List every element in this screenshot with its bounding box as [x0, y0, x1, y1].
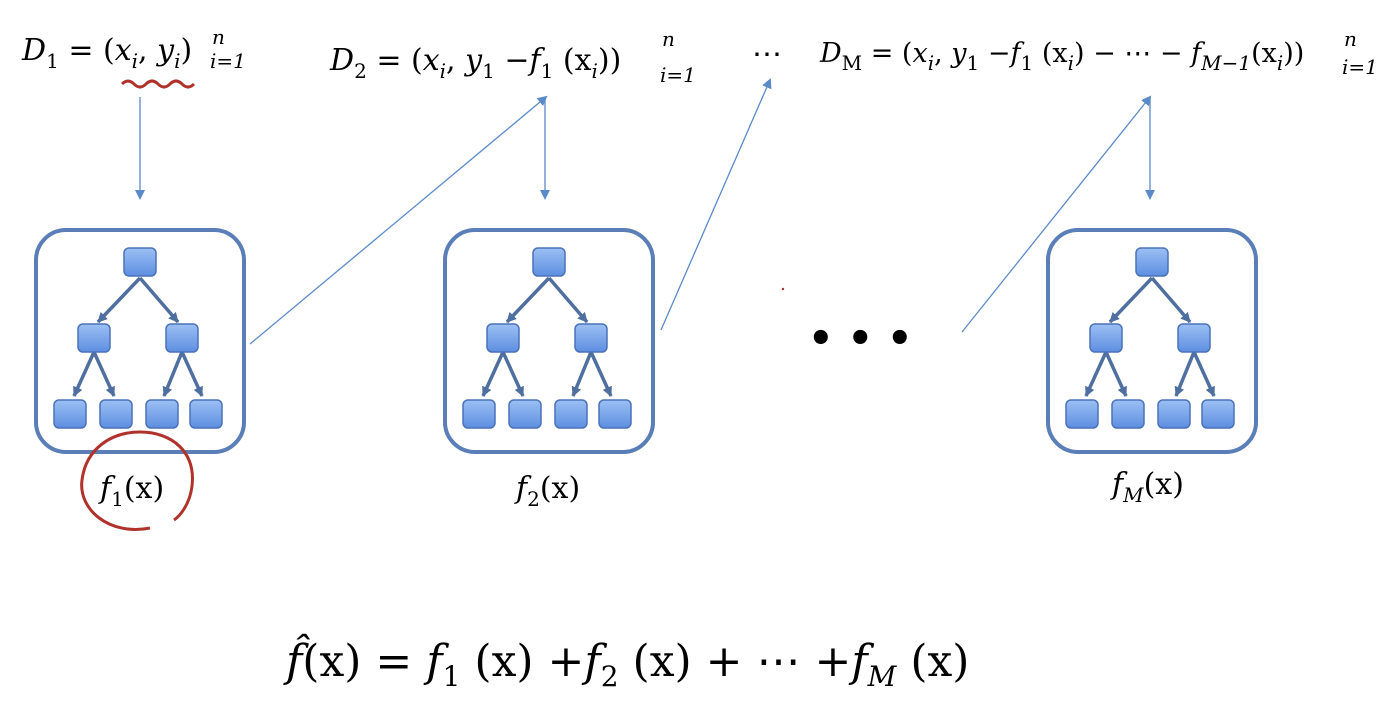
tree-leaf-node — [1157, 399, 1191, 429]
tree-leaf-node — [1065, 399, 1099, 429]
tree-leaf-node — [1201, 399, 1235, 429]
svg-text:i=1: i=1 — [1342, 55, 1378, 79]
stray-dot — [781, 287, 785, 291]
tree-leaf-node — [1111, 399, 1145, 429]
tree-nodes — [53, 247, 223, 429]
tree-model-f1 — [34, 228, 246, 454]
tree-edges — [72, 276, 204, 397]
annotation-squiggle — [120, 79, 196, 89]
svg-text:n: n — [662, 27, 675, 51]
tree-edges — [481, 276, 613, 397]
annotation-circle — [80, 430, 194, 531]
tree-leaf-node — [554, 399, 588, 429]
tree-nodes — [1065, 247, 1235, 429]
middle-ellipsis: • • • — [808, 315, 913, 362]
svg-text:D1 = (xi, yi): D1 = (xi, yi) — [21, 33, 192, 73]
tree-leaf-node — [598, 399, 632, 429]
dataset-d2-formula: D2 = (xi, y1 −f1 (xi)) n i=1 — [329, 27, 696, 87]
tree-nodes — [462, 247, 632, 429]
svg-text:f̂(x) = f1 (x) +f2 (x) + ⋯ +fM: f̂(x) = f1 (x) +f2 (x) + ⋯ +fM (x) — [283, 632, 969, 693]
tree-box — [34, 228, 246, 454]
tree-label-f1: f1(x) — [98, 471, 164, 511]
flow-arrows — [135, 78, 1155, 345]
tree-root-node — [123, 247, 157, 277]
dataset-dm-formula: DM = (xi, y1 −f1 (xi) − ⋯ − fM−1(xi)) n … — [819, 27, 1378, 79]
svg-text:f2(x): f2(x) — [514, 471, 580, 511]
tree-internal-node — [1177, 323, 1211, 353]
tree-leaf-node — [189, 399, 223, 429]
arrow-prev-to-dm — [961, 95, 1152, 333]
svg-text:D2 = (xi, y1 −f1 (xi)): D2 = (xi, y1 −f1 (xi)) — [329, 43, 621, 83]
tree-model-fm — [1046, 228, 1258, 454]
svg-text:DM = (xi, y1 −f1 (xi) − ⋯ − fM: DM = (xi, y1 −f1 (xi) − ⋯ − fM−1(xi)) — [819, 38, 1304, 75]
arrow-tree2-to-next — [660, 78, 772, 331]
tree-label-fm: fM(x) — [1110, 467, 1184, 507]
tree-box — [1046, 228, 1258, 454]
svg-text:f1(x): f1(x) — [98, 471, 164, 511]
tree-leaf-node — [99, 399, 133, 429]
tree-root-node — [532, 247, 566, 277]
arrow-tree1-to-d2 — [249, 95, 548, 345]
tree-box — [443, 228, 655, 454]
tree-leaf-node — [53, 399, 87, 429]
tree-label-f2: f2(x) — [514, 471, 580, 511]
top-ellipsis: ⋯ — [752, 37, 782, 72]
svg-text:i=1: i=1 — [660, 63, 696, 87]
tree-model-f2 — [443, 228, 655, 454]
tree-internal-node — [574, 323, 608, 353]
tree-leaf-node — [462, 399, 496, 429]
tree-edges — [1084, 276, 1216, 397]
tree-leaf-node — [508, 399, 542, 429]
dataset-d1-formula: D1 = (xi, yi) n i=1 — [21, 25, 246, 73]
tree-leaf-node — [145, 399, 179, 429]
svg-text:i=1: i=1 — [210, 49, 246, 73]
tree-root-node — [1135, 247, 1169, 277]
tree-internal-node — [1089, 323, 1123, 353]
ensemble-formula: f̂(x) = f1 (x) +f2 (x) + ⋯ +fM (x) — [283, 632, 969, 693]
tree-internal-node — [77, 323, 111, 353]
tree-internal-node — [165, 323, 199, 353]
tree-internal-node — [486, 323, 520, 353]
svg-text:n: n — [1344, 27, 1357, 51]
svg-text:n: n — [212, 25, 225, 49]
svg-text:fM(x): fM(x) — [1110, 467, 1184, 507]
